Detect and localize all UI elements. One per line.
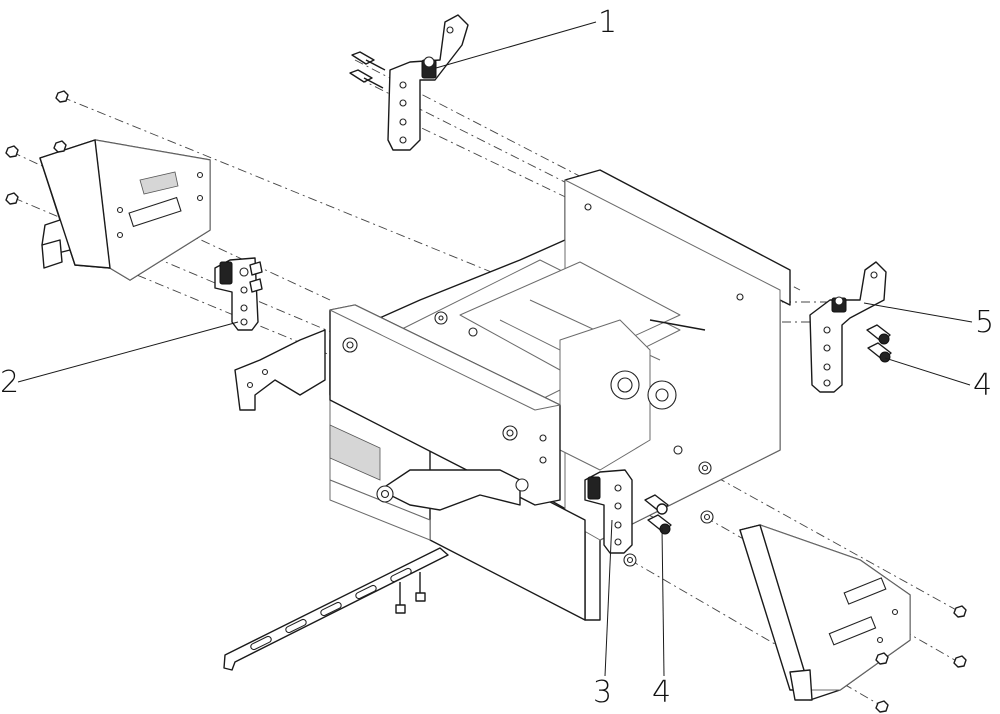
socket-screws-part-4-lower: [644, 494, 672, 535]
hinge-bracket-part-1: [349, 14, 469, 151]
hinge-bracket-part-2: [214, 257, 263, 331]
upper-left-l-bracket: [39, 139, 211, 281]
callout-4-lower: 4: [652, 675, 671, 710]
left-mounting-bracket: [234, 329, 529, 511]
hinge-bracket-part-3: [584, 469, 633, 554]
callout-2: 2: [0, 365, 19, 400]
callout-5: 5: [975, 305, 994, 340]
socket-screws-part-1: [349, 51, 386, 89]
callout-4-right: 4: [973, 368, 992, 403]
hex-nuts: [5, 90, 967, 713]
callout-labels: 1 2 3 4 4 5: [0, 5, 994, 710]
hinge-bracket-part-5: [809, 261, 887, 393]
lower-right-l-bracket: [739, 524, 911, 701]
slotted-strap: [223, 547, 449, 671]
socket-screws-part-4-right: [866, 324, 892, 363]
callout-leader-lines: [17, 21, 973, 677]
callout-3: 3: [593, 675, 612, 710]
callout-1: 1: [598, 5, 617, 40]
front-cross-bar: [329, 304, 561, 506]
